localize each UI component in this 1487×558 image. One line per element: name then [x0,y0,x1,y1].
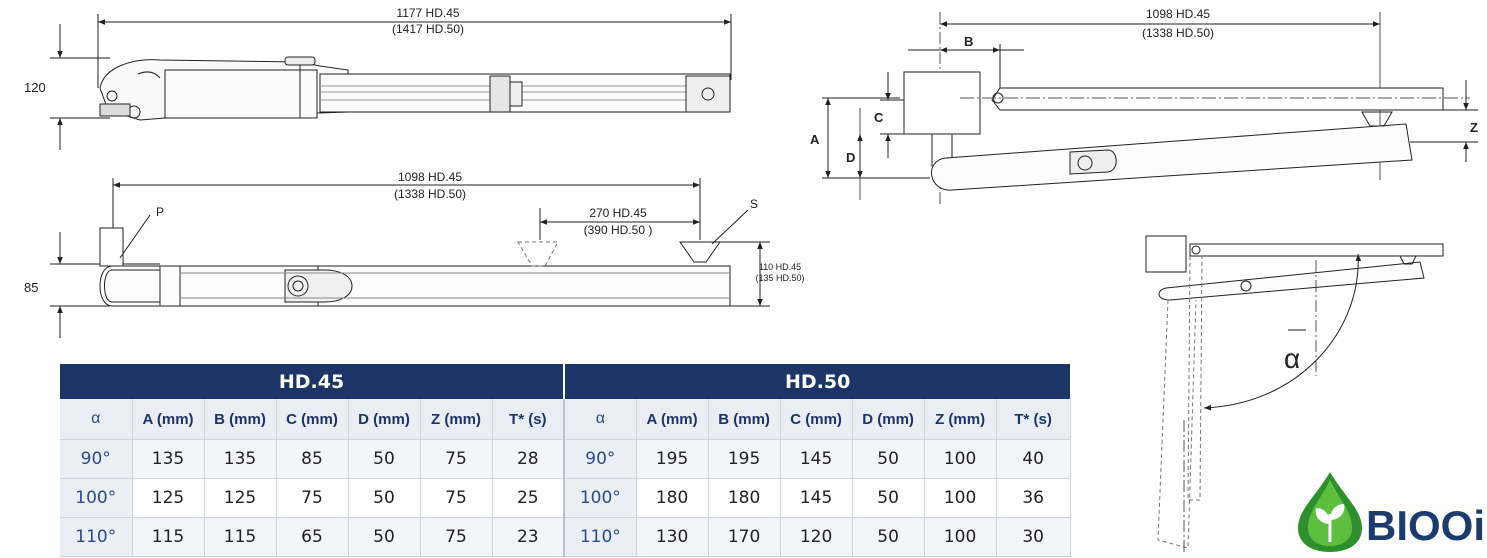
table-cell: 115 [204,517,277,557]
group-title-hd45: HD.45 [60,364,565,399]
table-cell: 195 [636,439,709,479]
spec-table: HD.45 HD.50 α A (mm) B (mm) C (mm) D (mm… [60,364,1071,557]
offset-label: 270 HD.45 [589,206,647,220]
label-c: C [874,110,884,125]
col-header: A (mm) [636,399,709,440]
table-row: 110° 115 115 65 50 75 23 110° 130 170 12… [60,517,1071,557]
top-view-drawing [50,14,732,150]
col-header: T* (s) [492,399,566,440]
col-header: C (mm) [276,399,349,440]
install-view-drawing [822,12,1478,205]
side-view-drawing [50,178,770,338]
label-d: D [846,150,855,165]
col-header: D (mm) [852,399,925,440]
table-cell: 30 [996,517,1071,557]
top-height-label: 120 [24,80,46,95]
bracket-label: 110 HD.45 [759,262,801,272]
table-cell: 170 [708,517,781,557]
table-cell: 135 [132,439,205,479]
table-cell: 125 [204,478,277,518]
table-cell: 75 [420,517,493,557]
col-header: B (mm) [708,399,781,440]
table-cell: 75 [420,439,493,479]
table-cell: 115 [132,517,205,557]
table-cell: 65 [276,517,349,557]
col-header: A (mm) [132,399,205,440]
col-header: α [60,399,133,440]
table-cell: 110° [564,517,637,557]
col-header: B (mm) [204,399,277,440]
table-cell: 100 [924,517,997,557]
table-cell: 125 [132,478,205,518]
table-cell: 50 [348,478,421,518]
table-cell: 135 [204,439,277,479]
col-header: α [564,399,637,440]
offset-alt-label: (390 HD.50 ) [584,223,653,237]
table-cell: 100° [60,478,133,518]
table-cell: 145 [780,439,853,479]
side-length-label: 1098 HD.45 [398,170,462,184]
table-cell: 28 [492,439,566,479]
top-length-alt-label: (1417 HD.50) [392,22,464,36]
table-cell: 180 [636,478,709,518]
table-cell: 36 [996,478,1071,518]
table-cell: 40 [996,439,1071,479]
table-cell: 145 [780,478,853,518]
column-header-row: α A (mm) B (mm) C (mm) D (mm) Z (mm) T* … [60,399,1071,440]
biooil-logo: BIOOil [1286,466,1487,553]
install-length-alt-label: (1338 HD.50) [1142,26,1214,40]
table-cell: 50 [348,439,421,479]
col-header: Z (mm) [420,399,493,440]
table-cell: 180 [708,478,781,518]
table-cell: 195 [708,439,781,479]
table-cell: 100 [924,478,997,518]
logo-drop-icon: BIOOil [1298,472,1487,552]
label-s: S [750,197,758,211]
col-header: T* (s) [996,399,1071,440]
col-header: C (mm) [780,399,853,440]
table-cell: 50 [852,517,925,557]
table-cell: 90° [564,439,637,479]
logo-text: BIOOil [1366,502,1487,549]
bracket-alt-label: (135 HD.50) [755,273,804,283]
table-cell: 23 [492,517,566,557]
table-cell: 75 [276,478,349,518]
side-height-label: 85 [24,280,38,295]
label-p: P [156,205,164,219]
col-header: Z (mm) [924,399,997,440]
table-cell: 100 [924,439,997,479]
alpha-label: α [1284,343,1300,374]
top-length-label: 1177 HD.45 [396,6,459,20]
table-cell: 130 [636,517,709,557]
table-cell: 85 [276,439,349,479]
table-cell: 75 [420,478,493,518]
table-cell: 90° [60,439,133,479]
table-cell: 50 [852,439,925,479]
angle-view-drawing [1145,235,1444,553]
table-cell: 50 [348,517,421,557]
label-b: B [964,34,973,49]
side-length-alt-label: (1338 HD.50) [394,187,466,201]
table-row: 90° 135 135 85 50 75 28 90° 195 195 145 … [60,439,1071,479]
label-z: Z [1470,120,1478,135]
table-cell: 120 [780,517,853,557]
table-cell: 110° [60,517,133,557]
table-cell: 50 [852,478,925,518]
table-cell: 100° [564,478,637,518]
col-header: D (mm) [348,399,421,440]
table-row: 100° 125 125 75 50 75 25 100° 180 180 14… [60,478,1071,518]
install-length-label: 1098 HD.45 [1146,7,1210,21]
table-cell: 25 [492,478,566,518]
group-title-hd50: HD.50 [563,364,1071,399]
label-a: A [810,132,820,147]
